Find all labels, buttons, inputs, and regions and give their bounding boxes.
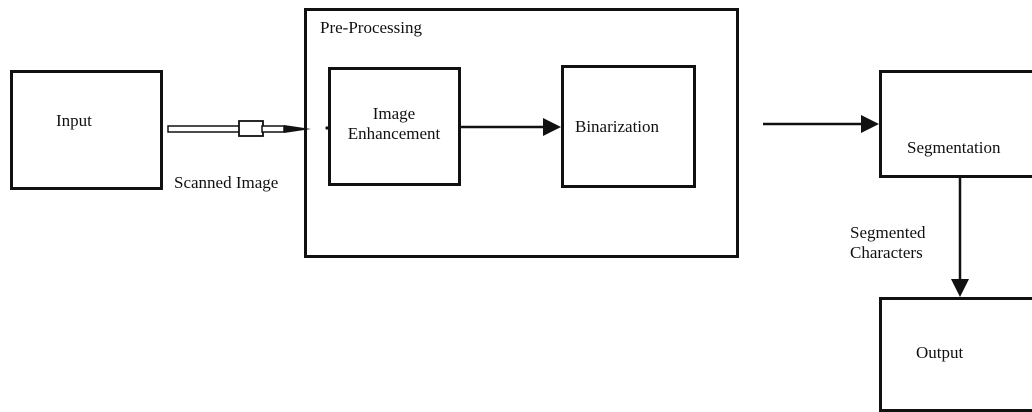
binarization-label: Binarization — [575, 117, 660, 136]
segmentation-label: Segmentation — [907, 138, 1001, 157]
segmentation-box — [879, 70, 1032, 178]
scanned-image-label: Scanned Image — [174, 173, 279, 192]
preprocessing-label: Pre-Processing — [320, 18, 422, 37]
enhancement-to-binarization-arrow — [461, 118, 561, 136]
output-label: Output — [916, 343, 964, 362]
input-label: Input — [56, 111, 92, 130]
segmented-characters-label-line2: Characters — [850, 243, 923, 262]
image-enhancement-label-line2: Enhancement — [347, 124, 441, 143]
image-enhancement-label-line1: Image — [372, 104, 416, 123]
segmentation-to-output-arrow — [951, 178, 969, 297]
image-enhancement-box — [328, 67, 461, 186]
image-enhancement-label: Image Enhancement — [330, 104, 458, 144]
preprocessing-to-segmentation-arrow — [763, 115, 879, 133]
segmented-characters-label-line1: Segmented — [850, 223, 926, 242]
input-box — [10, 70, 163, 190]
segmented-characters-label: Segmented Characters — [850, 223, 926, 263]
binarization-box — [561, 65, 696, 188]
scanned-image-arrow — [167, 120, 329, 137]
